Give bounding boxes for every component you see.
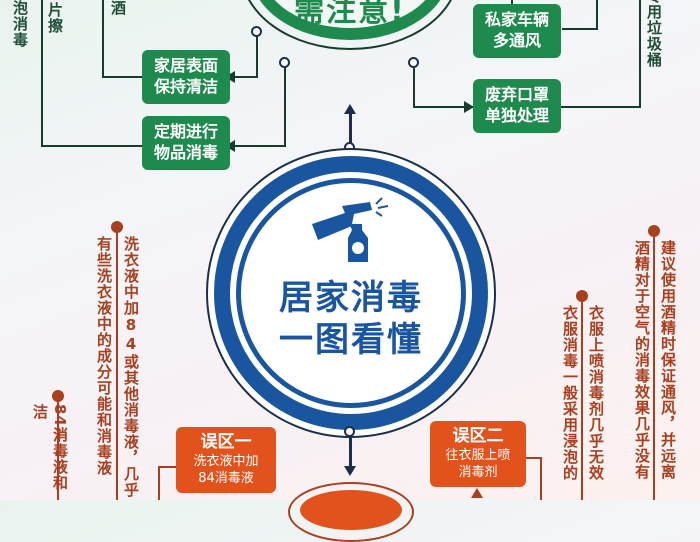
connector-line	[41, 0, 43, 147]
connector-line	[526, 457, 542, 459]
note-m2-col-a: 衣服上喷消毒剂几乎无效	[587, 305, 605, 481]
mistake-two-desc: 往衣服上喷 消毒剂	[445, 448, 511, 480]
connector-line	[102, 76, 142, 78]
timeline-line	[581, 297, 583, 500]
note-right-bin: 专用垃圾桶	[645, 0, 663, 68]
connector-line	[102, 0, 104, 78]
center-circle-inner-ring	[236, 178, 466, 408]
connector-line	[561, 106, 641, 108]
timeline-dot	[52, 390, 64, 402]
connector-line	[158, 466, 176, 468]
center-title-line1: 居家消毒	[279, 278, 423, 318]
box-surface-clean: 家居表面 保持清洁	[142, 50, 230, 104]
timeline-dot	[111, 221, 123, 233]
note-far-left: 泡消毒	[11, 0, 29, 48]
box-mask-dispose: 废弃口罩 单独处理	[473, 79, 561, 133]
arrow-down-icon	[344, 466, 356, 476]
connector-line	[256, 36, 258, 78]
connector-line	[562, 28, 598, 30]
connector-line	[540, 457, 542, 500]
mistake-one-title: 误区一	[200, 432, 252, 452]
connector-line	[349, 110, 352, 144]
connector-line	[222, 145, 286, 147]
note-m1-col-b: 有些洗衣液中的成分可能和消毒液	[95, 236, 113, 476]
top-circle-title: 需注意!	[294, 0, 406, 29]
box-regular-disinfect: 定期进行 物品消毒	[142, 116, 230, 170]
note-left3: 酒	[109, 0, 127, 16]
timeline-line	[57, 397, 59, 500]
note-m1-col-a: 洗衣液中加84或其他消毒液，几乎	[122, 236, 140, 498]
arrow-left-icon	[225, 71, 235, 83]
mistake-two-box: 误区二 往衣服上喷 消毒剂	[430, 421, 526, 487]
connector-line	[413, 106, 473, 108]
mistake-one-desc: 洗衣液中加 84消毒液	[193, 454, 259, 486]
spray-bottle-icon	[308, 196, 398, 268]
mistake-one-box: 误区一 洗衣液中加 84消毒液	[176, 427, 276, 493]
connector-line	[158, 466, 160, 500]
note-m1-col-c: 84消毒液和洁	[31, 404, 69, 491]
arrow-right-icon	[464, 101, 474, 113]
bottom-circle-fill	[300, 490, 402, 530]
connector-line	[511, 0, 513, 4]
note-m2-col-b: 衣服消毒一般采用浸泡的	[561, 305, 579, 481]
arrow-up-icon	[344, 104, 356, 114]
note-left2: 片擦	[46, 2, 64, 34]
connector-line	[639, 0, 641, 108]
arrow-left-icon	[225, 140, 235, 152]
connector-line	[413, 66, 415, 108]
arrow-up-icon	[471, 488, 483, 498]
timeline-line	[653, 232, 655, 500]
connector-line	[284, 66, 286, 146]
note-m3-col-b: 酒精对于空气的消毒效果几乎没有	[633, 240, 651, 480]
timeline-dot	[648, 225, 660, 237]
mistake-two-title: 误区二	[452, 426, 504, 446]
note-m3-col-a: 建议使用酒精时保证通风，并远离	[659, 240, 677, 480]
box-car-ventilate: 私家车辆 多通风	[473, 4, 561, 58]
connector-line	[349, 436, 352, 466]
connector-line	[41, 145, 142, 147]
connector-line	[222, 76, 258, 78]
center-title-line2: 一图看懂	[279, 320, 423, 360]
connector-line	[596, 0, 598, 30]
timeline-dot	[576, 290, 588, 302]
timeline-line	[116, 228, 118, 500]
